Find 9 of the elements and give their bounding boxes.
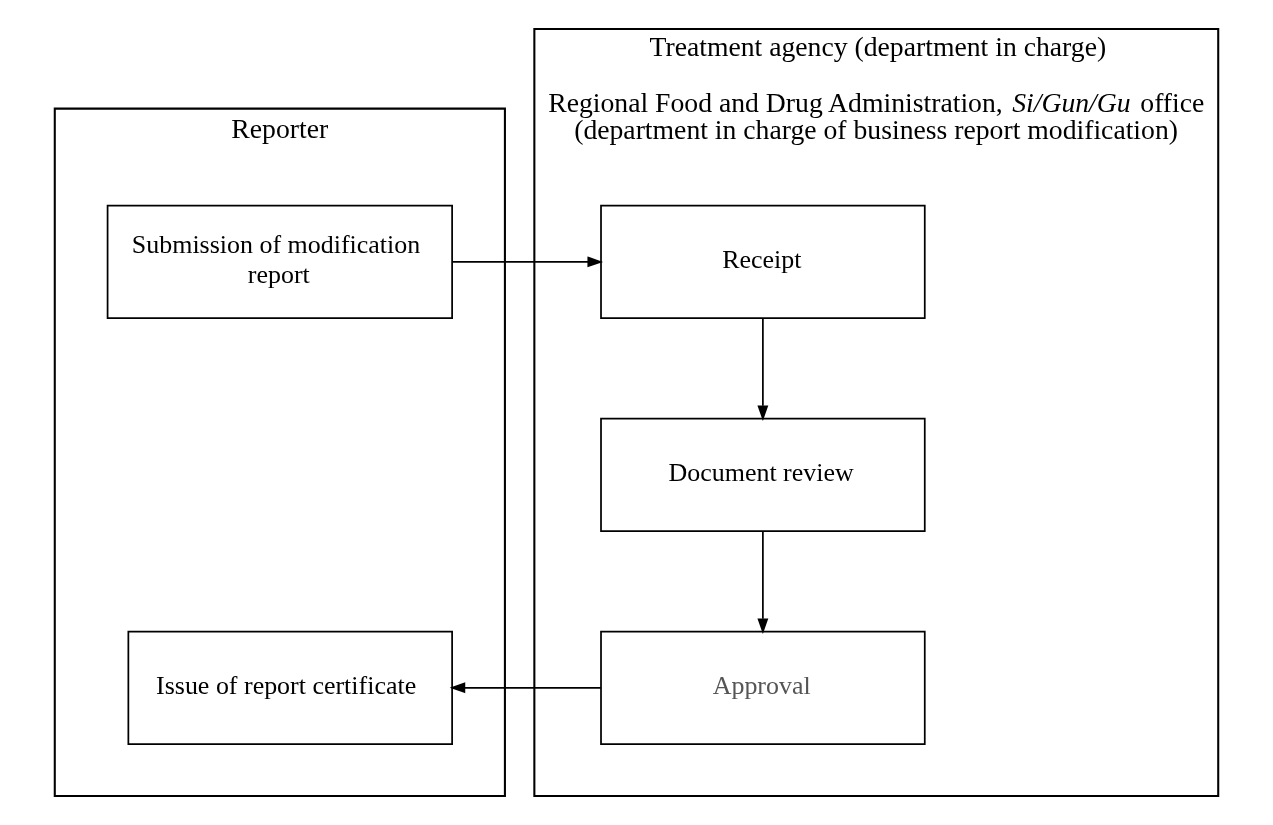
- arrow: [451, 256, 604, 268]
- node-box: Approval: [600, 630, 926, 745]
- node-box: Document review: [600, 417, 926, 532]
- node-box: Issue of report certificate: [127, 630, 453, 745]
- node-box: Receipt: [600, 204, 926, 319]
- arrow: [449, 682, 602, 694]
- node-box: Submission of modification report: [106, 204, 453, 319]
- arrow: [757, 317, 769, 422]
- arrow: [757, 530, 769, 634]
